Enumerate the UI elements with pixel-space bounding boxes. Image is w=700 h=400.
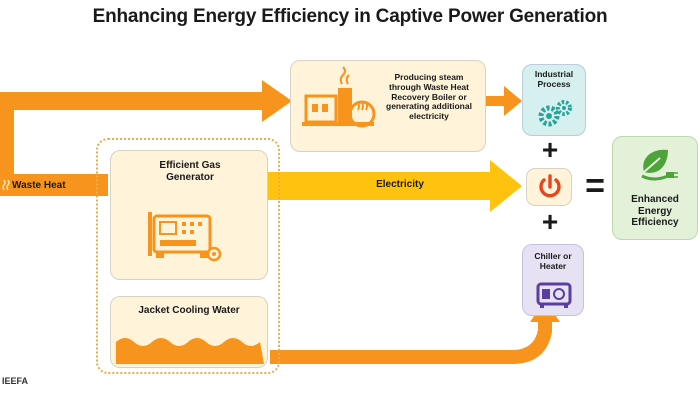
steam-recovery-box [290, 60, 486, 152]
generator-label: Efficient Gas Generator [159, 160, 221, 183]
generator-dotted-frame [96, 138, 280, 374]
power-button-icon [539, 174, 561, 198]
source-label: IEEFA [2, 376, 29, 386]
steam-recovery-label: Producing steam through Waste Heat Recov… [386, 72, 472, 122]
waste-heat-band [0, 174, 108, 196]
waste-heat-loop [0, 92, 14, 190]
waste-heat-arrow-top [0, 80, 292, 122]
jacket-water-arrow [270, 300, 560, 364]
jacket-water-label: Jacket Cooling Water [138, 305, 240, 316]
equals-sign: = [585, 167, 605, 205]
gears-icon [538, 100, 572, 127]
plus-sign-top: + [541, 134, 559, 165]
leaf-plug-icon [641, 149, 678, 181]
heat-wave-icon [2, 179, 10, 191]
water-waves-icon [116, 338, 264, 364]
generator-icon [148, 212, 222, 262]
steam-to-industrial-arrow [486, 86, 522, 116]
result-label: Enhanced Energy Efficiency [631, 194, 679, 228]
waste-heat-label: Waste Heat [12, 180, 66, 191]
plus-sign-bottom: + [541, 206, 559, 237]
chiller-label: Chiller or Heater [534, 251, 572, 271]
industrial-process-label: Industrial Process [534, 69, 574, 89]
electricity-label: Electricity [376, 179, 424, 190]
industrial-process-box [522, 64, 586, 136]
page-title: Enhancing Energy Efficiency in Captive P… [92, 6, 608, 27]
chiller-icon [536, 282, 572, 308]
factory-boiler-icon [302, 66, 376, 128]
electricity-arrow [268, 160, 522, 212]
